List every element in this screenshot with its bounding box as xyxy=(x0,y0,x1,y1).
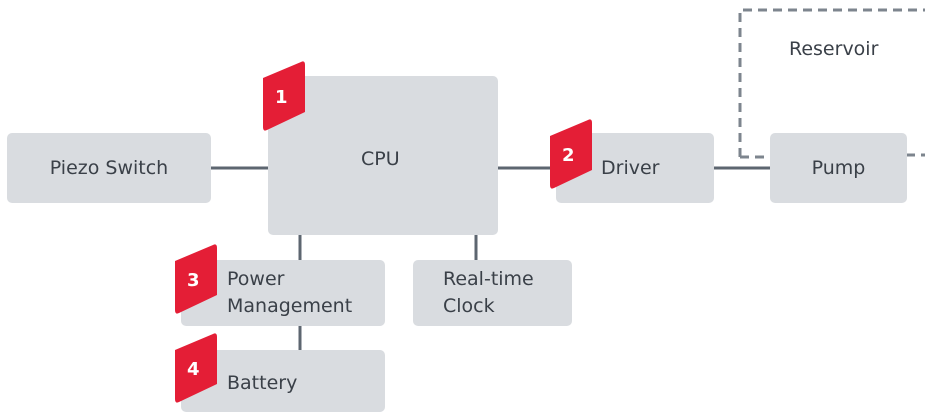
realtime-clock-label: Real-time Clock xyxy=(443,268,534,317)
badge-shape-icon xyxy=(263,61,305,131)
badge-shape-icon xyxy=(550,119,592,189)
reservoir-label: Reservoir xyxy=(789,38,879,60)
piezo-switch-node: Piezo Switch xyxy=(7,133,211,203)
badge-4-number: 4 xyxy=(187,359,200,380)
badge-2: 2 xyxy=(547,118,593,190)
pump-node: Pump xyxy=(770,133,907,203)
badge-3: 3 xyxy=(172,243,218,315)
reservoir-boundary xyxy=(738,8,925,157)
cpu-node: CPU xyxy=(268,76,498,235)
pump-label: Pump xyxy=(811,157,866,179)
badge-2-number: 2 xyxy=(562,145,575,166)
badge-shape-icon xyxy=(175,244,217,314)
cpu-label: CPU xyxy=(361,148,400,170)
badge-1: 1 xyxy=(260,60,306,132)
badge-shape-icon xyxy=(175,333,217,403)
badge-1-number: 1 xyxy=(275,87,288,108)
piezo-switch-label: Piezo Switch xyxy=(49,157,169,179)
driver-label: Driver xyxy=(601,157,660,179)
power-management-label: Power Management xyxy=(227,268,353,317)
realtime-clock-node: Real-time Clock xyxy=(413,260,572,326)
badge-4: 4 xyxy=(172,332,218,404)
badge-3-number: 3 xyxy=(187,270,200,291)
battery-label: Battery xyxy=(227,372,298,394)
